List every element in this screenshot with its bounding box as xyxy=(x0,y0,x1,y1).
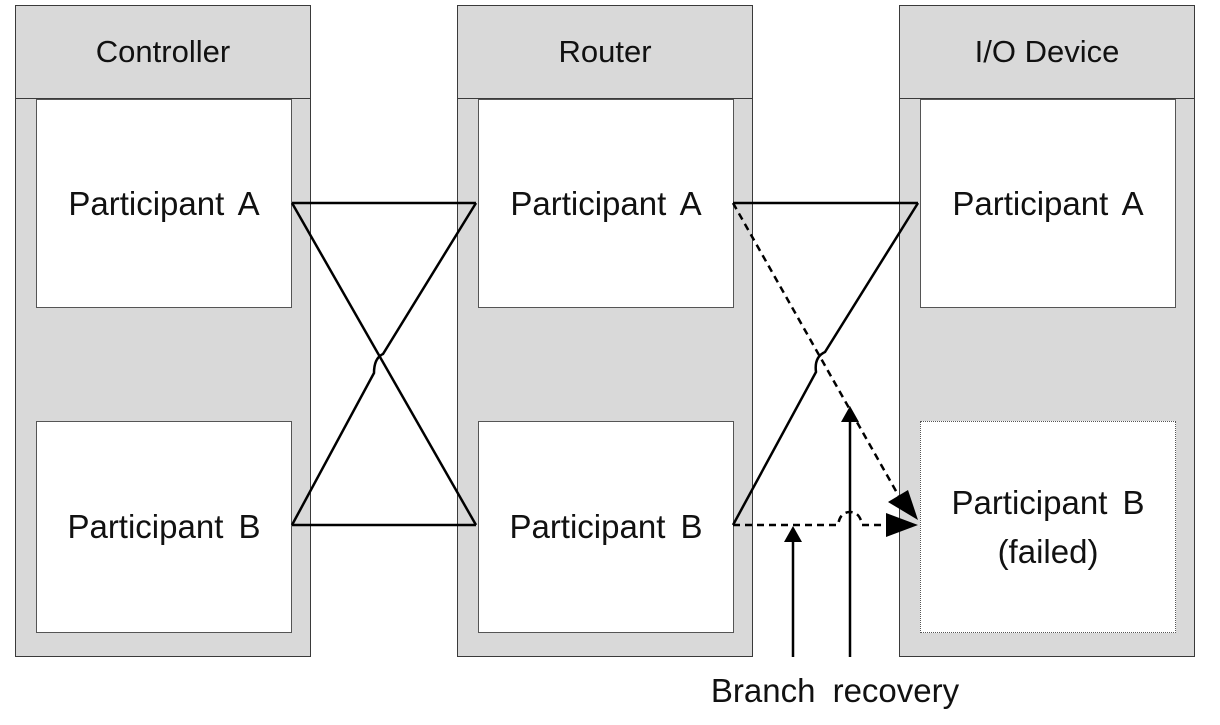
controller-participant-a-label: Participant A xyxy=(68,184,260,222)
recovery-arrowhead-b xyxy=(886,513,918,537)
controller-column-title: Controller xyxy=(16,6,310,99)
router-column-title: Router xyxy=(458,6,752,99)
router-participant-a: Participant A xyxy=(478,99,734,308)
io-device-column: I/O Device Participant A Participant B (… xyxy=(899,5,1195,657)
router-column: Router Participant A Participant B xyxy=(457,5,753,657)
controller-participant-b-label: Participant B xyxy=(67,508,261,546)
io-device-participant-a-label: Participant A xyxy=(952,184,1144,222)
recovery-path-router-b-io-b xyxy=(733,510,888,527)
io-device-participant-a: Participant A xyxy=(920,99,1176,308)
io-device-participant-b-failed: Participant B (failed) xyxy=(920,421,1176,633)
link-ctrl-a-router-b xyxy=(290,202,478,526)
link-ctrl-b-router-a xyxy=(290,202,478,526)
branch-recovery-arrowhead-left xyxy=(784,526,802,542)
router-participant-b: Participant B xyxy=(478,421,734,633)
io-device-participant-b-label: Participant B (failed) xyxy=(951,483,1145,571)
io-device-column-title: I/O Device xyxy=(900,6,1194,99)
controller-participant-b: Participant B xyxy=(36,421,292,633)
recovery-arrowhead-a xyxy=(888,490,918,520)
link-router-b-io-a xyxy=(731,202,920,526)
branch-recovery-arrowhead-right xyxy=(841,406,859,422)
router-participant-a-label: Participant A xyxy=(510,184,702,222)
router-participant-b-label: Participant B xyxy=(509,508,703,546)
controller-column: Controller Participant A Participant B xyxy=(15,5,311,657)
recovery-path-router-a-io-b xyxy=(731,202,907,508)
branch-recovery-label: Branch recovery xyxy=(710,672,960,709)
